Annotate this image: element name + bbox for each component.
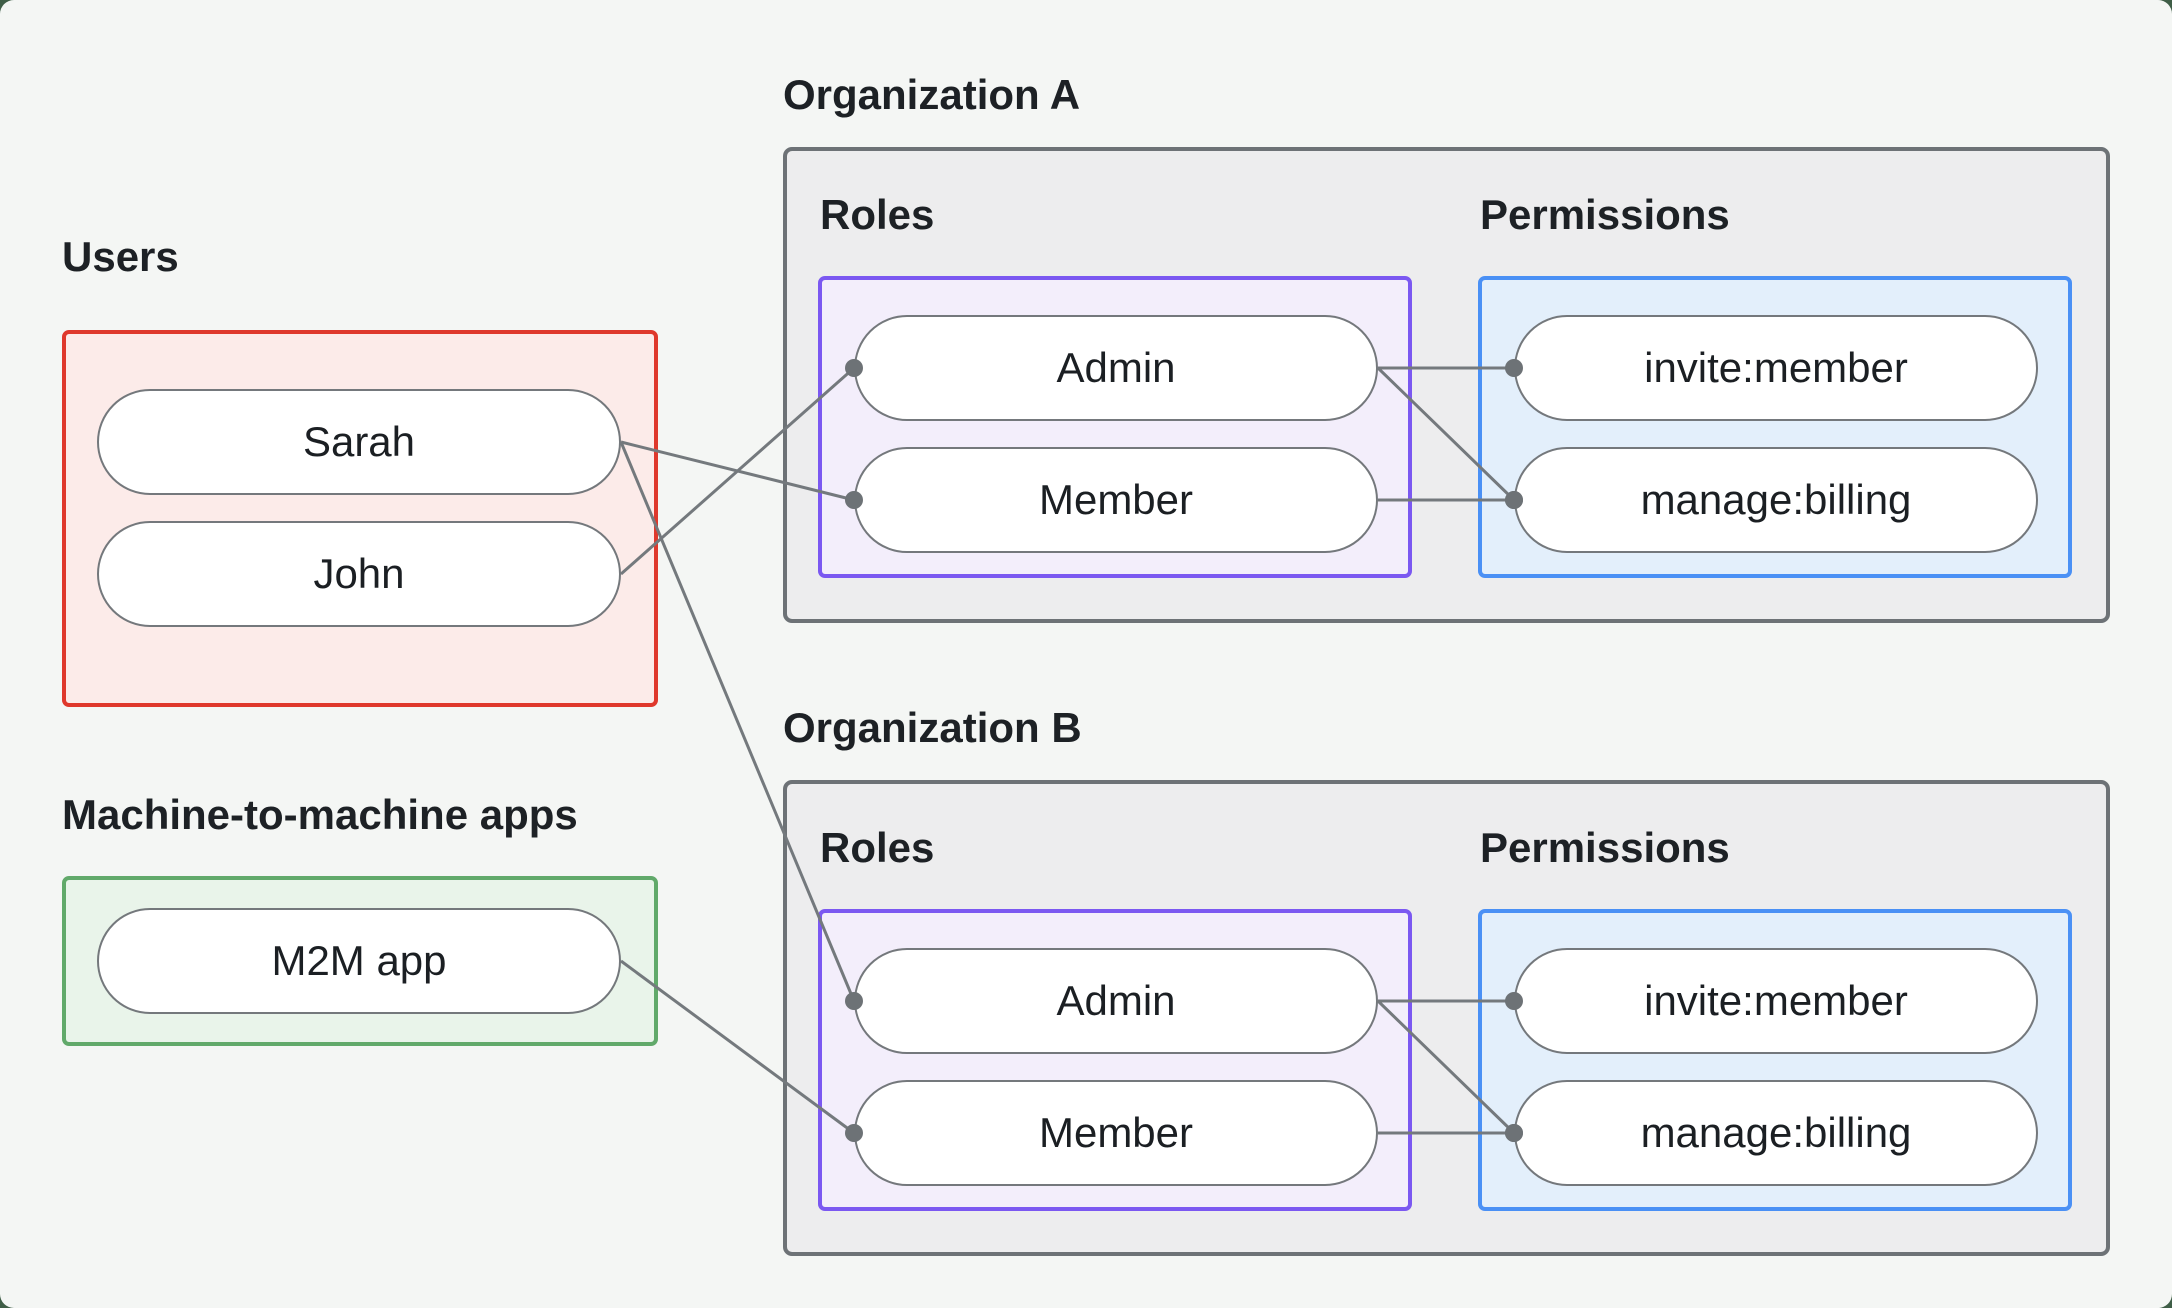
org-b-permission-pill-manage-billing: manage:billing	[1514, 1080, 2038, 1186]
org-b-role-member-label: Member	[1038, 1109, 1194, 1156]
user-pill-sarah-label: Sarah	[302, 418, 416, 465]
m2m-app-pill-label: M2M app	[271, 937, 447, 984]
org-a-permissions-label: Permissions	[1480, 191, 1730, 238]
org-b-permission-invite-member-label: invite:member	[1644, 977, 1908, 1024]
org-a-role-pill-member: Member	[854, 447, 1378, 553]
org-b-permission-manage-billing-label: manage:billing	[1640, 1109, 1912, 1156]
users-group-box	[62, 330, 658, 707]
org-a-role-pill-admin: Admin	[854, 315, 1378, 421]
org-b-permission-pill-invite-member: invite:member	[1514, 948, 2038, 1054]
org-b-title: Organization B	[783, 704, 1082, 751]
org-a-roles-label: Roles	[820, 191, 935, 238]
org-a-permission-manage-billing-label: manage:billing	[1640, 476, 1912, 523]
user-pill-john-label: John	[313, 550, 405, 597]
org-a-title: Organization A	[783, 71, 1081, 118]
users-group-label: Users	[62, 233, 179, 280]
user-pill-john: John	[97, 521, 621, 627]
org-b-roles-label: Roles	[820, 824, 935, 871]
org-b-permissions-label: Permissions	[1480, 824, 1730, 871]
org-a-permission-invite-member-label: invite:member	[1644, 344, 1908, 391]
org-a-role-member-label: Member	[1038, 476, 1194, 523]
org-b-role-admin-label: Admin	[1056, 977, 1176, 1024]
m2m-app-pill: M2M app	[97, 908, 621, 1014]
user-pill-sarah: Sarah	[97, 389, 621, 495]
org-b-role-pill-member: Member	[854, 1080, 1378, 1186]
org-a-permission-pill-invite-member: invite:member	[1514, 315, 2038, 421]
org-a-role-admin-label: Admin	[1056, 344, 1176, 391]
m2m-group-label: Machine-to-machine apps	[62, 791, 578, 838]
org-a-permission-pill-manage-billing: manage:billing	[1514, 447, 2038, 553]
org-b-role-pill-admin: Admin	[854, 948, 1378, 1054]
